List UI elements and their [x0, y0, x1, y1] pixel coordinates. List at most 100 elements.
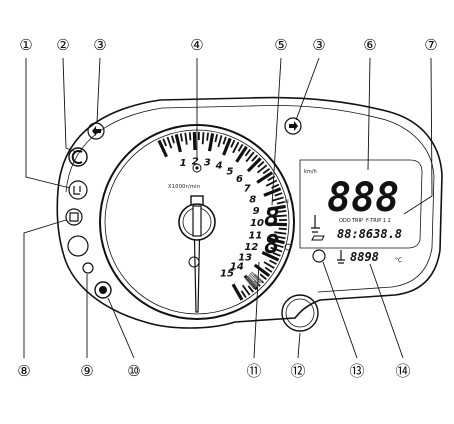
tachometer-tick [188, 132, 192, 141]
tachometer-tick [256, 164, 268, 174]
tachometer-tick [247, 285, 255, 293]
tachometer-tick [235, 145, 248, 163]
gear-neutral-label: N [285, 199, 289, 205]
tachometer-tick [274, 192, 283, 197]
tachometer-tick [276, 201, 285, 205]
tachometer-tick [263, 187, 282, 197]
tachometer-tick [231, 283, 244, 301]
indicator-lamp-2 [68, 147, 88, 167]
tachometer-tick [274, 214, 287, 218]
tachometer-number: 9 [253, 206, 260, 217]
lcd-panel: km/h 888 ODO TRIP F-TRIP 1 2 88:8638.8 [299, 159, 423, 249]
left-indicator-lamps [65, 122, 112, 299]
lcd-mode-label-odo: ODO [339, 218, 351, 224]
tachometer-number: 1 [180, 158, 187, 169]
tachometer-tick [277, 235, 286, 240]
tachometer-number: 12 [244, 242, 258, 253]
center-round-button [281, 294, 319, 332]
gear-digit-bottom: 8 [264, 230, 280, 260]
tachometer-tick [256, 171, 274, 184]
gear-position-indicator: 8 8 N [264, 199, 292, 260]
indicator-lamp-8 [65, 208, 83, 226]
callout-8: ⑧ [17, 362, 30, 380]
tachometer-tick [217, 135, 223, 148]
tachometer-tick [201, 132, 205, 145]
tachometer-tick [269, 259, 277, 265]
tachometer-tick [174, 134, 182, 153]
odometer-digits: 88:8638.8 [337, 227, 402, 241]
tachometer-number: 14 [230, 261, 244, 272]
callout-11: ⑪ [246, 362, 261, 380]
tachometer-number: 3 [204, 157, 211, 168]
callout-14: ⑭ [395, 362, 410, 380]
red-zone-hatch [244, 277, 255, 290]
tachometer-tick [244, 148, 251, 157]
callout-3: ③ [93, 36, 106, 54]
tachometer-number: 5 [226, 166, 233, 177]
tachometer-number: 7 [244, 184, 251, 195]
select-lamp-13 [312, 249, 326, 263]
gear-digit-top: 8 [264, 203, 280, 233]
callout-5: ⑤ [274, 36, 287, 54]
tachometer-number: 11 [248, 230, 262, 241]
oil-can-icon [311, 235, 325, 241]
tachometer-tick [232, 141, 240, 154]
tachometer-number: 15 [220, 268, 234, 279]
lcd-mode-label-trip: TRIP [351, 218, 363, 224]
tachometer-tick [157, 139, 169, 158]
tachometer-tick [184, 132, 188, 145]
callout-7: ⑦ [424, 36, 437, 54]
tachometer-tick [253, 263, 271, 278]
indicator-lamp-9 [82, 262, 94, 274]
instrument-housing [56, 96, 443, 329]
red-zone-hatch [247, 275, 258, 287]
tachometer-scale-label: X1000r/min [168, 184, 200, 190]
callout-4: ④ [190, 36, 203, 54]
callout-13: ⑬ [349, 362, 364, 380]
tachometer-tick [214, 134, 218, 143]
tachometer-tick [261, 250, 280, 262]
tachometer-number: 2 [192, 157, 199, 168]
tachometer-tick [270, 246, 283, 253]
callout-6: ⑥ [363, 36, 376, 54]
indicator-lamp-unlabeled [67, 235, 89, 257]
tachometer-tick [264, 266, 273, 273]
red-zone-hatch [248, 274, 260, 285]
tachometer-tick [251, 154, 258, 162]
tachometer-tick [246, 157, 262, 173]
tachometer-tick [278, 227, 287, 231]
tachometer-tick [207, 133, 215, 152]
indicator-button-10 [94, 281, 112, 299]
tachometer-tick [206, 132, 209, 141]
callout-2: ② [56, 36, 69, 54]
tachometer-tick [257, 161, 265, 168]
tachometer-tick [179, 133, 184, 142]
callout-12: ⑫ [290, 362, 305, 380]
tachometer-number: 4 [215, 161, 223, 172]
tachometer-tick [278, 210, 287, 213]
tachometer-tick [267, 204, 286, 212]
temperature-unit: °C [395, 257, 402, 264]
callout-3: ③ [312, 36, 325, 54]
leader-lines [23, 57, 433, 359]
left-turn-signal-icon [87, 122, 105, 140]
tachometer-tick [162, 138, 168, 147]
tachometer-tick [192, 131, 197, 151]
lcd-mode-label-ftrip: F-TRIP 1 2 [366, 218, 391, 224]
right-turn-signal-icon [284, 117, 302, 135]
tachometer-tick [274, 231, 287, 235]
tachometer-tick [170, 135, 175, 144]
callout-1: ① [19, 36, 32, 54]
tachometer-tick [259, 273, 267, 281]
tachometer-tick [245, 151, 255, 163]
shift-lamp-icon [284, 243, 292, 251]
tachometer-number: 6 [236, 174, 243, 185]
tachometer-tick [275, 244, 284, 249]
red-zone-hatch [245, 276, 257, 288]
temperature-digits: 8898 [350, 250, 379, 264]
fuel-pump-icon [311, 215, 320, 233]
tachometer-tick [272, 251, 281, 257]
